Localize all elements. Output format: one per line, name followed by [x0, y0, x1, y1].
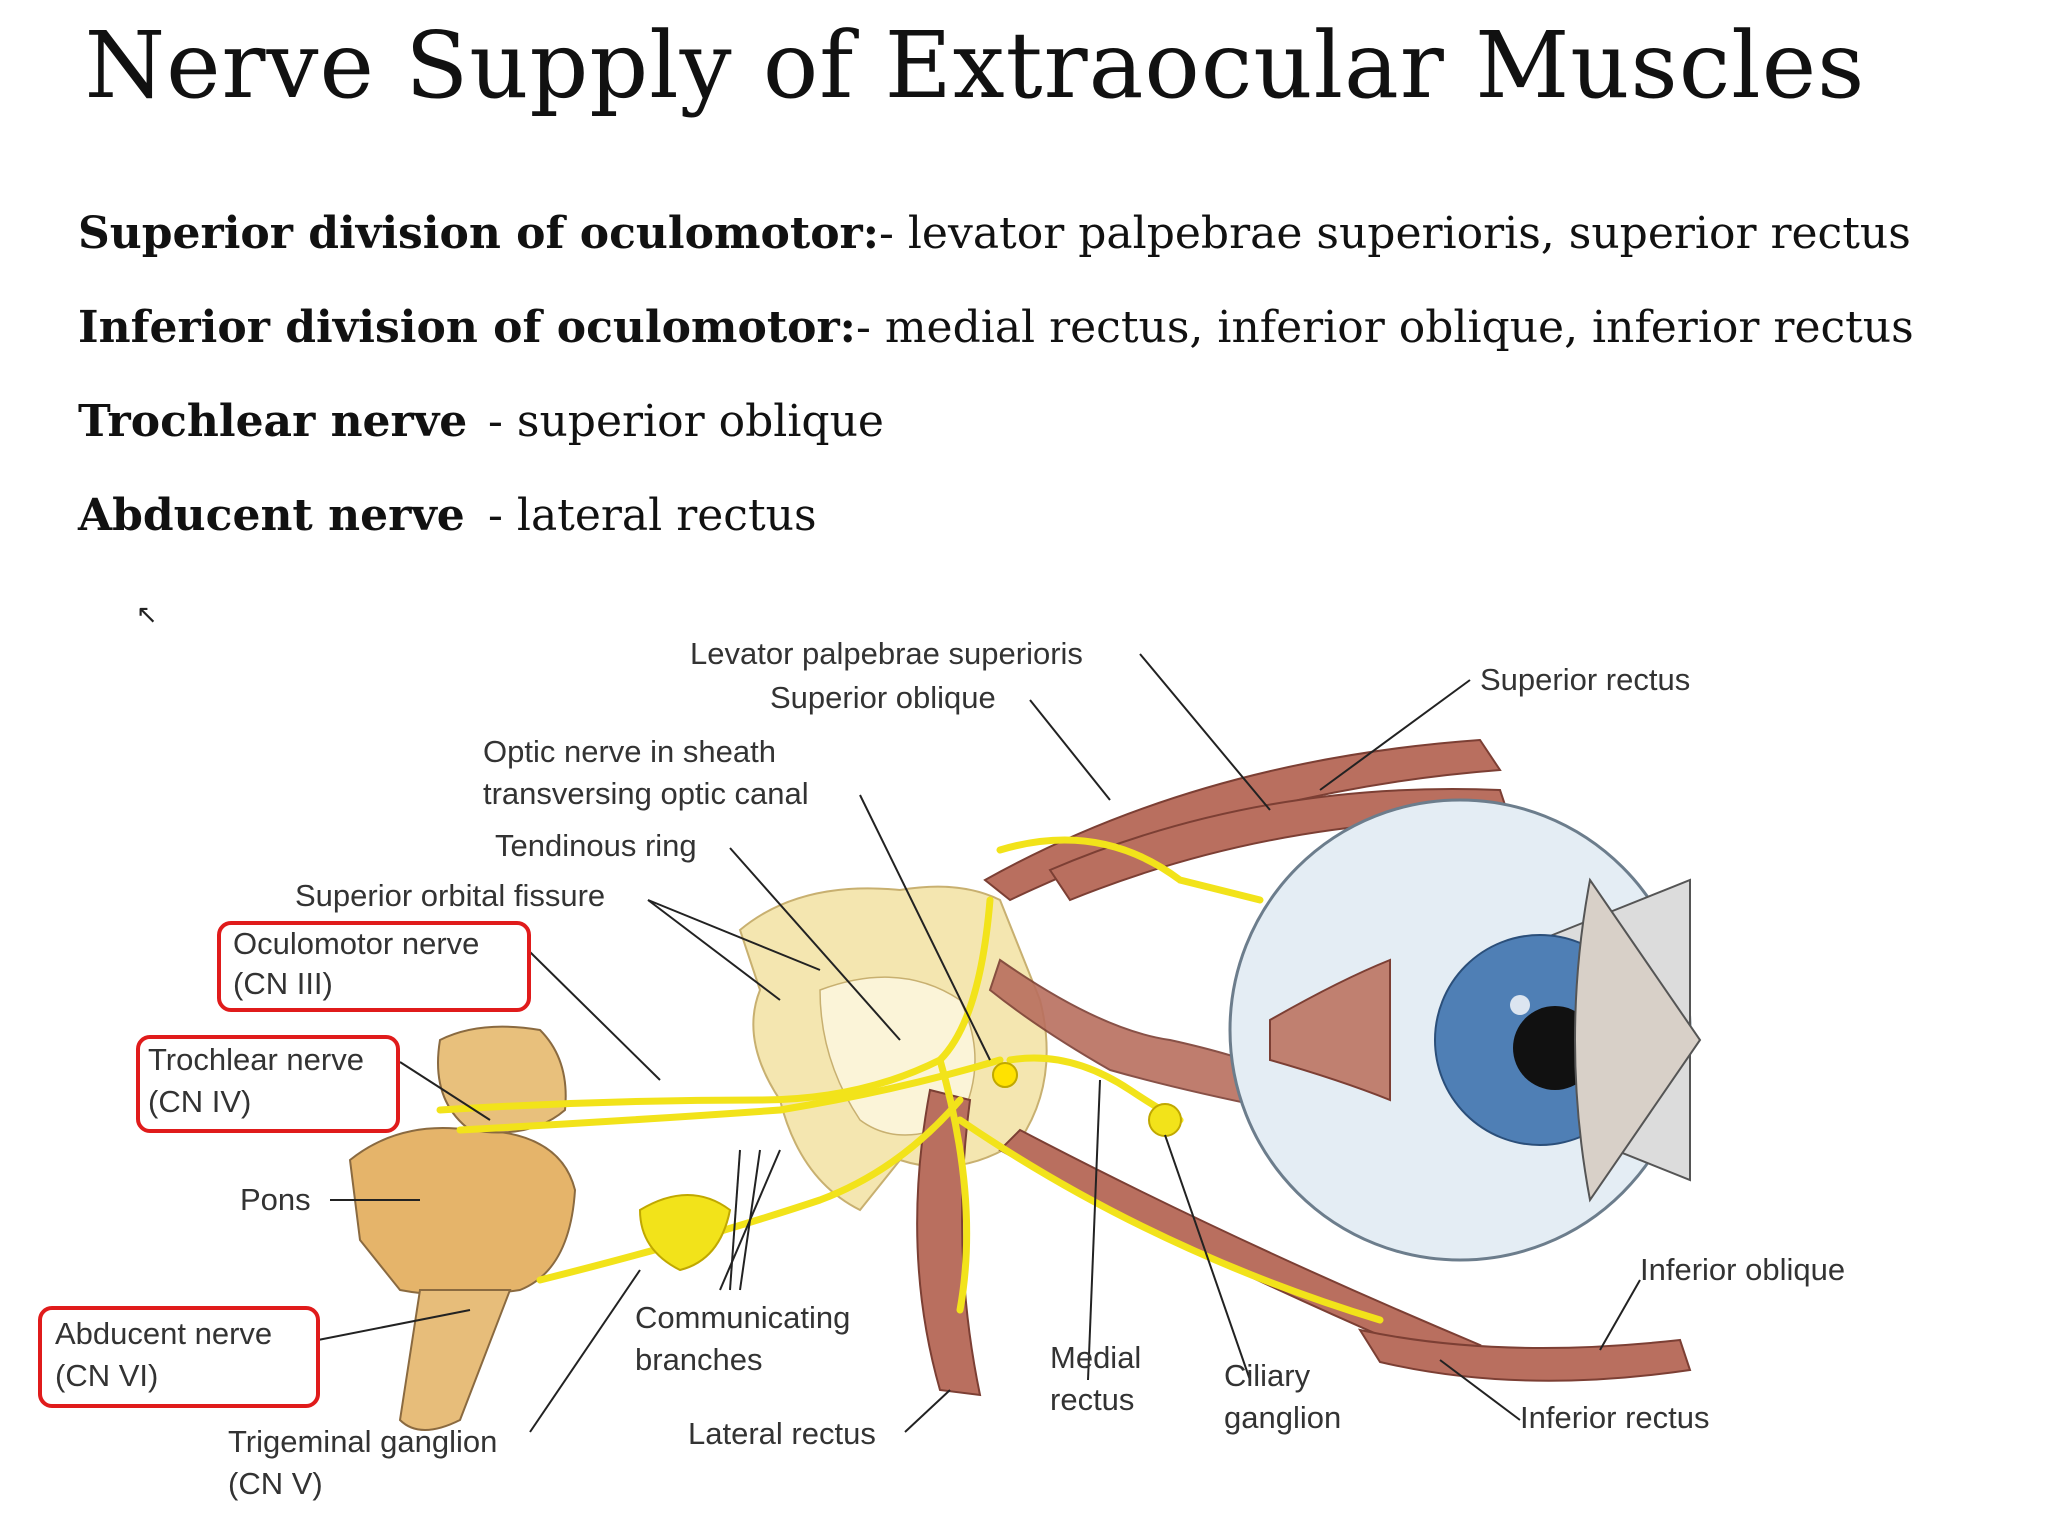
slide-title: Nerve Supply of Extraocular Muscles — [84, 12, 1866, 119]
brainstem — [348, 1025, 577, 1431]
label-abducent-1: Abducent nerve — [55, 1316, 272, 1351]
label-communicating-1: Communicating — [635, 1300, 850, 1335]
trigeminal-ganglion-shape — [638, 1194, 732, 1272]
cursor-arrow-icon: ↖ — [136, 600, 158, 630]
nerves — [436, 836, 1384, 1324]
line-inferior-oculomotor: Inferior division of oculomotor:- medial… — [78, 302, 1914, 353]
abducent-highlight — [38, 1306, 320, 1408]
label-superior-orbital-fissure: Superior orbital fissure — [295, 878, 605, 913]
dash: - — [488, 396, 503, 447]
labels: Levator palpebrae superioris Superior ob… — [55, 636, 1845, 1501]
label-trochlear-1: Trochlear nerve — [148, 1042, 364, 1077]
nerve-name: Trochlear nerve — [78, 396, 468, 447]
label-inferior-rectus: Inferior rectus — [1520, 1400, 1710, 1435]
muscle-list: lateral rectus — [516, 490, 817, 541]
label-lateral-rectus: Lateral rectus — [688, 1416, 876, 1451]
label-levator: Levator palpebrae superioris — [690, 636, 1083, 671]
label-superior-oblique: Superior oblique — [770, 680, 996, 715]
label-inferior-oblique: Inferior oblique — [1640, 1252, 1845, 1287]
label-abducent-2: (CN VI) — [55, 1358, 158, 1393]
trochlear-highlight — [136, 1035, 400, 1133]
optic-nerve-shape — [992, 1062, 1018, 1088]
label-trigeminal-2: (CN V) — [228, 1466, 323, 1501]
label-oculomotor-2: (CN III) — [233, 966, 333, 1001]
leader-lines — [317, 653, 1641, 1433]
label-optic-1: Optic nerve in sheath — [483, 734, 776, 769]
label-tendinous-ring: Tendinous ring — [495, 828, 697, 863]
highlight-boxes — [38, 921, 531, 1408]
dash: - — [855, 302, 871, 353]
nerve-name: Abducent nerve — [78, 490, 465, 541]
label-pons: Pons — [240, 1182, 311, 1217]
nerve-name: Inferior division of oculomotor: — [78, 302, 856, 353]
muscle-list: levator palpebrae superioris, superior r… — [907, 208, 1911, 259]
eyeball — [1228, 798, 1702, 1262]
label-communicating-2: branches — [635, 1342, 763, 1377]
muscle-list: superior oblique — [516, 396, 884, 447]
ciliary-ganglion-shape — [1148, 1103, 1182, 1137]
label-trigeminal-1: Trigeminal ganglion — [228, 1424, 497, 1459]
dash: - — [488, 490, 503, 541]
label-ciliary-2: ganglion — [1224, 1400, 1341, 1435]
label-medial-2: rectus — [1050, 1382, 1134, 1417]
extraocular-nerve-diagram: Levator palpebrae superioris Superior ob… — [38, 636, 1845, 1501]
line-superior-oculomotor: Superior division of oculomotor:- levato… — [78, 208, 1911, 259]
label-optic-2: transversing optic canal — [483, 776, 809, 811]
label-superior-rectus: Superior rectus — [1480, 662, 1690, 697]
oculomotor-highlight — [217, 921, 531, 1012]
line-abducent: Abducent nerve- lateral rectus — [78, 490, 817, 541]
nerve-name: Superior division of oculomotor: — [78, 208, 879, 259]
label-medial-1: Medial — [1050, 1340, 1141, 1375]
label-ciliary-1: Ciliary — [1224, 1358, 1311, 1393]
label-oculomotor-1: Oculomotor nerve — [233, 926, 479, 961]
label-trochlear-2: (CN IV) — [148, 1084, 251, 1119]
line-trochlear: Trochlear nerve- superior oblique — [78, 396, 884, 447]
muscle-list: medial rectus, inferior oblique, inferio… — [884, 302, 1914, 353]
dash: - — [878, 208, 894, 259]
